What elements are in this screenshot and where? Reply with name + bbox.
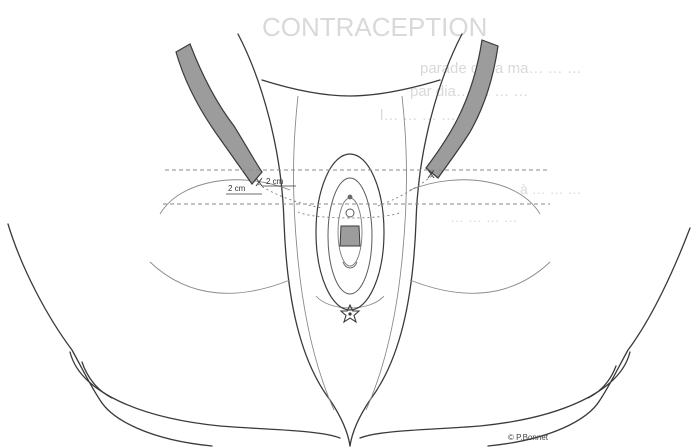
left-fold-line — [294, 96, 335, 410]
tape-path-right — [378, 176, 432, 206]
left-thigh-outer — [8, 224, 212, 446]
ghost-line-5: … … … … — [450, 209, 518, 225]
vulva-region — [316, 154, 384, 310]
left-tape-band — [176, 44, 262, 184]
measurement-label-lower: 2 cm — [228, 184, 246, 193]
ghost-heading: CONTRACEPTION — [262, 12, 487, 42]
right-fold-line — [366, 96, 407, 410]
left-buttock-curve — [70, 352, 340, 438]
vaginal-opening — [340, 226, 360, 246]
ghost-line-4: à … … … — [520, 181, 581, 197]
clitoris — [348, 195, 353, 200]
inner-contours — [150, 96, 550, 410]
copyright-credit: © P.Bonnet — [508, 433, 549, 442]
right-buttock-curve — [360, 352, 630, 438]
ghost-text: CONTRACEPTION parade de la ma… … … par d… — [262, 12, 582, 225]
right-thigh-outer — [488, 228, 690, 446]
left-lower-arc — [150, 262, 290, 293]
guide-lines — [163, 170, 550, 204]
right-lower-arc — [410, 262, 550, 293]
urethral-meatus — [346, 209, 354, 217]
measurement-label-upper: 2 cm — [266, 177, 284, 186]
